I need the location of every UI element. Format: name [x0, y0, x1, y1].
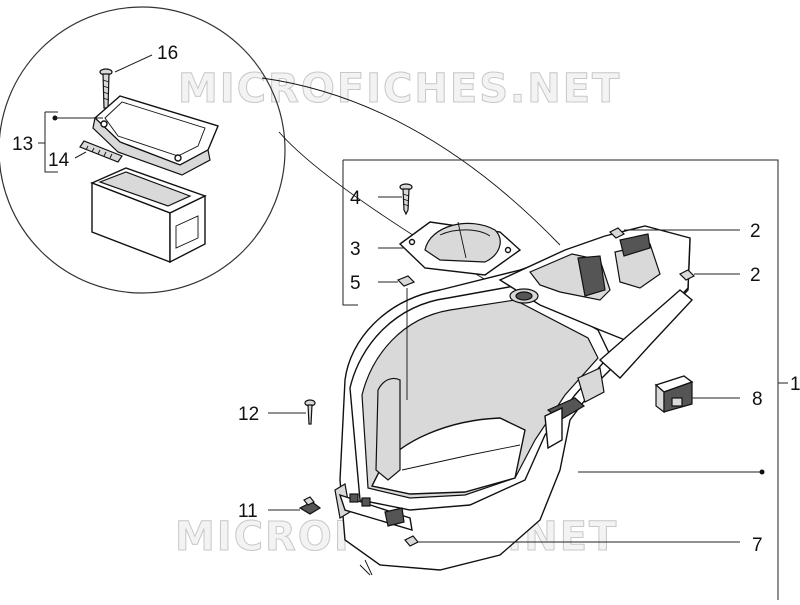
clip-2b-part [678, 269, 696, 281]
leader-16 [114, 54, 153, 73]
screw-12-part [304, 399, 316, 425]
cover-3-part [398, 221, 522, 276]
callout-3: 3 [350, 239, 361, 260]
callout-11: 11 [238, 501, 258, 522]
callout-4: 4 [350, 188, 361, 209]
storage-lid-part [92, 95, 219, 176]
clip-5-part [396, 275, 416, 287]
callout-7: 7 [752, 535, 763, 556]
strip-14-part [79, 140, 123, 163]
detail-inset [0, 6, 561, 301]
detail-circle [0, 6, 286, 294]
clip-2a-part [608, 227, 626, 239]
detail-connector-top [261, 77, 561, 246]
screw-16-part [99, 68, 113, 109]
cover-8-part [654, 375, 694, 414]
leader-14 [74, 151, 87, 159]
callout-16: 16 [157, 43, 178, 64]
storage-box-part [90, 167, 207, 264]
callout-2b: 2 [750, 265, 761, 286]
callout-5: 5 [350, 273, 361, 294]
clip-11-part [298, 496, 322, 515]
callout-13: 13 [12, 134, 33, 155]
screw-4-part [399, 183, 413, 216]
bracket-1 [343, 159, 779, 600]
helmet-compartment-part [334, 225, 694, 576]
callout-2a: 2 [750, 221, 761, 242]
bracket-13 [44, 112, 58, 173]
watermark-top: MICROFICHES.NET [178, 66, 621, 112]
callout-8: 8 [752, 389, 763, 410]
bracket-left [342, 160, 358, 306]
callout-1: 1 [790, 374, 800, 395]
callout-14: 14 [48, 150, 70, 171]
callout-12: 12 [238, 404, 259, 425]
